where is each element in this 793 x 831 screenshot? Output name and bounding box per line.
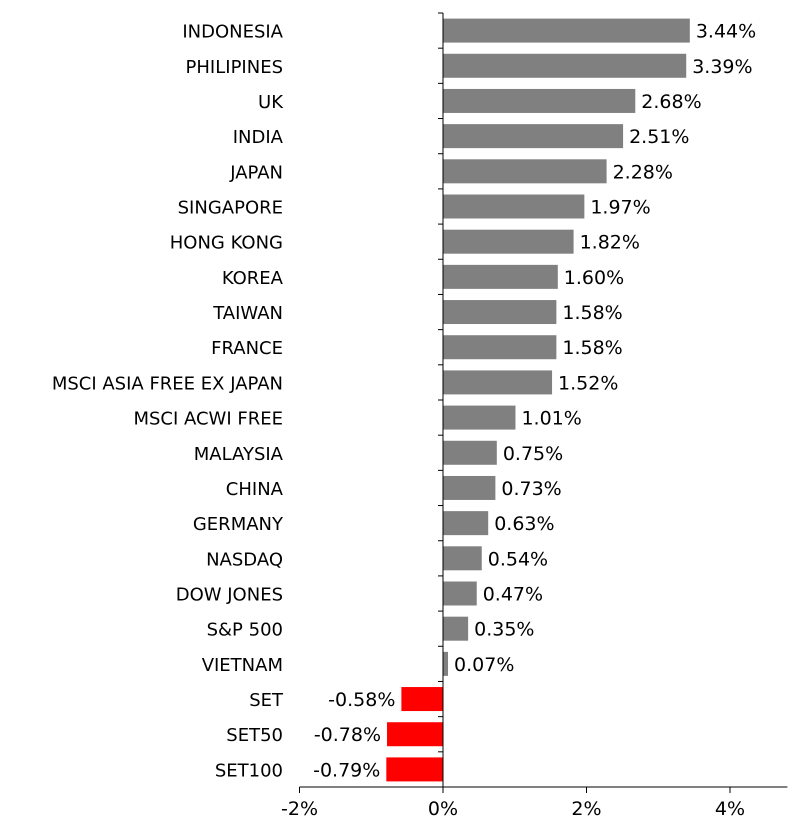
bar <box>443 405 516 430</box>
bar <box>443 511 489 536</box>
bar <box>443 335 557 360</box>
category-label: GERMANY <box>193 514 284 535</box>
bar <box>443 194 585 219</box>
category-label: JAPAN <box>229 162 283 183</box>
value-label: 1.58% <box>562 302 622 324</box>
x-tick-label: 2% <box>571 798 601 820</box>
category-label: INDONESIA <box>182 22 283 43</box>
value-label: 2.51% <box>629 126 689 148</box>
bar <box>443 475 496 500</box>
category-label: HONG KONG <box>170 233 283 254</box>
bar <box>443 264 558 289</box>
category-label: PHILIPINES <box>186 57 283 78</box>
bar <box>443 370 553 395</box>
value-label: 0.47% <box>483 584 543 606</box>
category-label: MSCI ACWI FREE <box>133 409 283 430</box>
category-label: SET <box>249 690 284 711</box>
x-tick-label: -2% <box>281 798 318 820</box>
bar <box>387 722 443 747</box>
bar <box>443 651 449 676</box>
category-label: TAIWAN <box>212 303 283 324</box>
bar <box>443 88 636 113</box>
value-label: 1.82% <box>580 232 640 254</box>
x-tick-label: 4% <box>715 798 745 820</box>
category-label: INDIA <box>233 127 284 148</box>
value-label: -0.78% <box>314 724 381 746</box>
value-label: 0.73% <box>501 478 561 500</box>
category-label: SET50 <box>226 725 283 746</box>
bar <box>443 440 497 465</box>
value-label: 3.44% <box>696 21 756 43</box>
category-label: CHINA <box>226 479 284 500</box>
value-label: 0.54% <box>488 548 548 570</box>
bars-group <box>386 18 690 782</box>
category-label: SINGAPORE <box>178 198 283 219</box>
value-label: 0.07% <box>454 654 514 676</box>
value-label: 1.52% <box>558 372 618 394</box>
x-tick-labels-group: -2% 0% 2% 4% <box>281 798 745 820</box>
value-label: 2.28% <box>613 161 673 183</box>
axes-group <box>299 12 788 793</box>
category-label: DOW JONES <box>176 585 283 606</box>
value-label: 2.68% <box>641 91 701 113</box>
bar <box>443 300 557 325</box>
value-label: 1.97% <box>590 197 650 219</box>
value-label: 1.58% <box>562 337 622 359</box>
category-label: MALAYSIA <box>194 444 284 465</box>
category-label: SET100 <box>215 760 283 781</box>
category-label: NASDAQ <box>206 549 283 570</box>
bar <box>443 18 690 43</box>
category-labels-group: INDONESIA PHILIPINES UK INDIA JAPAN SINGAPORE… <box>52 22 284 782</box>
value-label: 0.35% <box>474 619 534 641</box>
category-label: VIETNAM <box>202 655 283 676</box>
value-label: 0.75% <box>503 443 563 465</box>
bar <box>386 757 443 782</box>
bar <box>401 687 443 712</box>
bar <box>443 124 624 149</box>
value-label: 1.60% <box>564 267 624 289</box>
category-label: KOREA <box>222 268 284 289</box>
category-label: UK <box>258 92 284 113</box>
value-label: 0.63% <box>494 513 554 535</box>
category-label: FRANCE <box>211 338 283 359</box>
value-label: 1.01% <box>521 408 581 430</box>
bar <box>443 581 477 606</box>
value-label: -0.58% <box>328 689 395 711</box>
category-label: MSCI ASIA FREE EX JAPAN <box>52 373 283 394</box>
bar <box>443 616 469 641</box>
bar <box>443 159 607 184</box>
category-label: S&P 500 <box>207 620 283 641</box>
value-labels-group: 3.44% 3.39% 2.68% 2.51% 2.28% 1.97% 1.82% 1.60%… <box>313 21 756 782</box>
bar <box>443 53 687 78</box>
bar <box>443 229 574 254</box>
bar <box>443 546 482 571</box>
value-label: 3.39% <box>692 56 752 78</box>
value-label: -0.79% <box>313 759 380 781</box>
x-tick-label: 0% <box>428 798 458 820</box>
